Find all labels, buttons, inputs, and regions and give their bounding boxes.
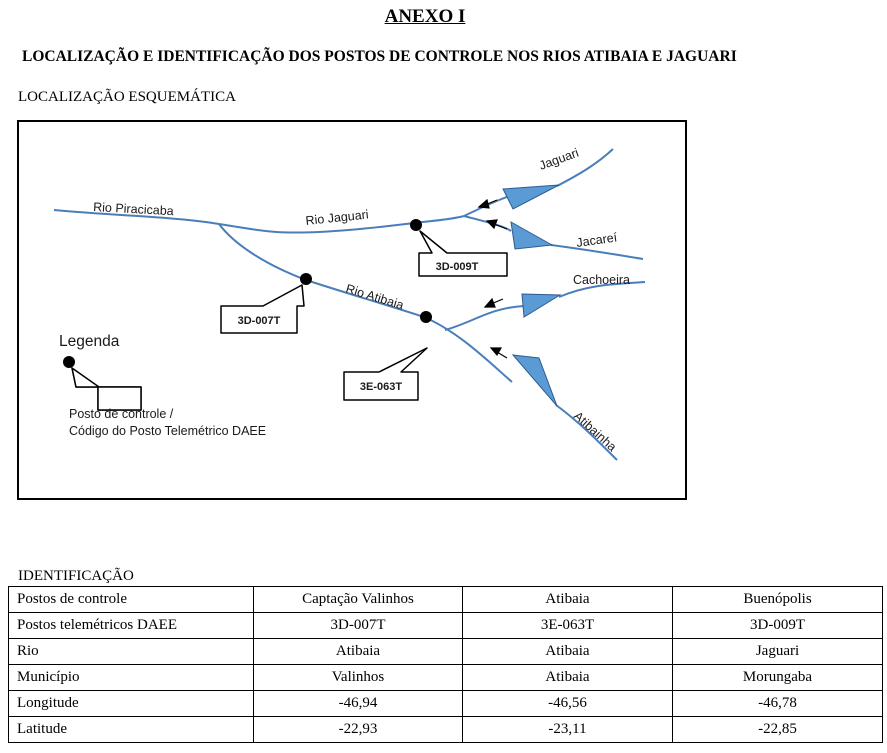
table-cell: -46,56 (462, 690, 673, 717)
table-row: Postos telemétricos DAEE 3D-007T 3E-063T… (8, 612, 883, 639)
identification-table: Postos de controle Captação Valinhos Ati… (8, 586, 883, 743)
legend-title: Legenda (59, 333, 120, 350)
section-label-location: LOCALIZAÇÃO ESQUEMÁTICA (18, 89, 236, 105)
label-rio-jaguari: Rio Jaguari (305, 207, 369, 228)
reservoir-atibainha (511, 354, 558, 407)
table-cell: Atibaia (462, 586, 673, 613)
table-cell: -22,93 (253, 716, 463, 743)
label-jaguari: Jaguari (537, 146, 580, 173)
table-row: Latitude -22,93 -23,11 -22,85 (8, 716, 883, 743)
table-cell: -22,85 (672, 716, 883, 743)
label-rio-piracicaba: Rio Piracicaba (93, 200, 174, 218)
table-cell: Morungaba (672, 664, 883, 691)
table-cell: -46,78 (672, 690, 883, 717)
label-rio-atibaia: Rio Atibaia (344, 281, 405, 312)
table-cell: -46,94 (253, 690, 463, 717)
station-3d-007t: 3D-007T (220, 273, 312, 334)
table-cell: Captação Valinhos (253, 586, 463, 613)
river-jaguari-headwater (556, 148, 614, 187)
station-marker-icon (300, 273, 312, 285)
label-atibainha: Atibainha (571, 409, 619, 454)
table-cell: Jaguari (672, 638, 883, 665)
station-code-3d-007t: 3D-007T (238, 315, 281, 327)
reservoir-cachoeira (521, 293, 562, 318)
river-cachoeira (444, 281, 646, 331)
row-label: Postos telemétricos DAEE (8, 612, 254, 639)
reservoir-jacarei (510, 221, 554, 250)
table-cell: Atibaia (462, 664, 673, 691)
table-cell: 3D-009T (672, 612, 883, 639)
table-row: Longitude -46,94 -46,56 -46,78 (8, 690, 883, 717)
flow-arrow-icon (477, 198, 498, 209)
reservoir-jaguari (502, 184, 560, 210)
label-cachoeira: Cachoeira (573, 273, 630, 287)
row-label: Latitude (8, 716, 254, 743)
station-marker-icon (410, 219, 422, 231)
map-legend: Legenda Posto de controle / Código do Po… (59, 333, 266, 438)
station-3e-063t: 3E-063T (343, 311, 432, 401)
table-cell: Atibaia (462, 638, 673, 665)
station-code-3d-009t: 3D-009T (436, 261, 479, 273)
flow-arrow-icon (483, 297, 504, 308)
table-cell: 3E-063T (462, 612, 673, 639)
table-cell: Buenópolis (672, 586, 883, 613)
legend-station-icon (63, 356, 75, 368)
schematic-map: Rio Piracicaba Rio Jaguari Rio Atibaia J… (17, 120, 687, 500)
page-title: ANEXO I (384, 6, 466, 27)
flow-arrow-icon (489, 347, 508, 359)
table-cell: Atibaia (253, 638, 463, 665)
table-row: Rio Atibaia Atibaia Jaguari (8, 638, 883, 665)
river-atibainha (555, 404, 618, 461)
legend-line-2: Código do Posto Telemétrico DAEE (69, 424, 266, 438)
station-3d-009t: 3D-009T (410, 219, 508, 277)
table-row: Postos de controle Captação Valinhos Ati… (8, 586, 883, 613)
label-jacarei: Jacareí (575, 230, 618, 250)
station-marker-icon (420, 311, 432, 323)
table-cell: Valinhos (253, 664, 463, 691)
page-subtitle: LOCALIZAÇÃO E IDENTIFICAÇÃO DOS POSTOS D… (22, 48, 737, 65)
table-row: Município Valinhos Atibaia Morungaba (8, 664, 883, 691)
row-label: Município (8, 664, 254, 691)
section-label-identification: IDENTIFICAÇÃO (18, 568, 134, 584)
row-label: Longitude (8, 690, 254, 717)
table-cell: 3D-007T (253, 612, 463, 639)
station-code-3e-063t: 3E-063T (360, 381, 402, 393)
legend-line-1: Posto de controle / (69, 407, 174, 421)
flow-arrow-icon (485, 219, 508, 230)
river-atibaia-branch (218, 223, 513, 383)
row-label: Postos de controle (8, 586, 254, 613)
row-label: Rio (8, 638, 254, 665)
table-cell: -23,11 (462, 716, 673, 743)
